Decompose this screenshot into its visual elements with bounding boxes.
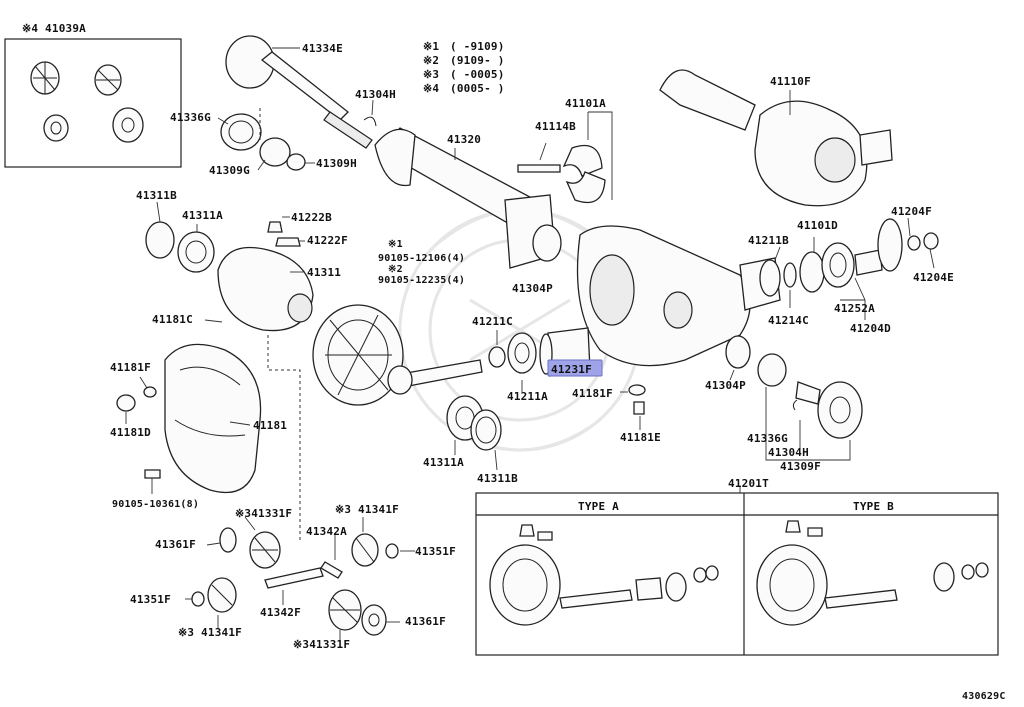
pinion-gear-icon xyxy=(30,61,60,95)
label-41336g-top[interactable]: 41336G xyxy=(170,111,211,124)
highlight-41231f xyxy=(547,359,603,377)
label-41211b[interactable]: 41211B xyxy=(748,234,789,247)
label-41181f-mid[interactable]: 41181F xyxy=(572,387,613,400)
differential-case-41311 xyxy=(145,201,314,332)
label-41101d[interactable]: 41101D xyxy=(797,219,838,232)
label-41341f-bot[interactable]: ※3 41341F xyxy=(178,626,242,639)
legend: ※1 ( -9109) ※2 (9109- ) ※3 ( -0005) ※4 (… xyxy=(423,40,505,95)
label-41204d[interactable]: 41204D xyxy=(850,322,891,335)
kit-type-b-header: TYPE B xyxy=(853,500,894,513)
label-41181f-left[interactable]: 41181F xyxy=(110,361,151,374)
label-41252a[interactable]: 41252A xyxy=(834,302,875,315)
label-41309h[interactable]: 41309H xyxy=(316,157,357,170)
label-41341f-top[interactable]: ※3 41341F xyxy=(335,503,399,516)
label-41039a[interactable]: ※4 41039A xyxy=(22,22,86,35)
label-41304h-top[interactable]: 41304H xyxy=(355,88,396,101)
diagram-code: 430629C xyxy=(962,691,1006,702)
companion-flange xyxy=(757,353,863,461)
label-bolt-90105-10361[interactable]: 90105-10361(8) xyxy=(112,499,199,510)
note-mark-1: ※1 xyxy=(388,239,403,250)
legend-range-3: ( -0005) xyxy=(450,68,505,81)
legend-mark-3: ※3 xyxy=(423,68,439,81)
label-41309f[interactable]: 41309F xyxy=(780,460,821,473)
label-41311a-top[interactable]: 41311A xyxy=(182,209,223,222)
label-bolt-90105-12235[interactable]: 90105-12235(4) xyxy=(378,275,465,286)
pinion-gear-icon xyxy=(94,64,122,96)
type-a-gearset-icon xyxy=(489,524,719,626)
label-41309g[interactable]: 41309G xyxy=(209,164,250,177)
label-41211a[interactable]: 41211A xyxy=(507,390,548,403)
label-41311a-bot[interactable]: 41311A xyxy=(423,456,464,469)
bearing-caps xyxy=(517,111,613,204)
legend-mark-2: ※2 xyxy=(423,54,439,67)
label-bolt-90105-12106[interactable]: 90105-12106(4) xyxy=(378,253,465,264)
label-41331f-bot[interactable]: ※341331F xyxy=(293,638,350,651)
label-41204f[interactable]: 41204F xyxy=(891,205,932,218)
pinion-side-parts xyxy=(759,217,939,320)
label-41311b-bot[interactable]: 41311B xyxy=(477,472,518,485)
label-41214c[interactable]: 41214C xyxy=(768,314,809,327)
label-41361f-right[interactable]: 41361F xyxy=(405,615,446,628)
kit-type-a-header: TYPE A xyxy=(578,500,619,513)
label-41181c[interactable]: 41181C xyxy=(152,313,193,326)
legend-mark-1: ※1 xyxy=(423,40,439,53)
legend-mark-4: ※4 xyxy=(423,82,439,95)
label-41304h-right[interactable]: 41304H xyxy=(768,446,809,459)
label-41361f-left[interactable]: 41361F xyxy=(155,538,196,551)
label-41304p-right[interactable]: 41304P xyxy=(705,379,746,392)
axle-shaft-assembly xyxy=(217,35,377,171)
label-41336g-right[interactable]: 41336G xyxy=(747,432,788,445)
note-mark-2: ※2 xyxy=(388,264,403,275)
label-41311[interactable]: 41311 xyxy=(307,266,341,279)
differential-gears xyxy=(185,516,415,640)
differential-cover-41181 xyxy=(116,335,301,540)
legend-range-4: (0005- ) xyxy=(450,82,505,95)
label-41181[interactable]: 41181 xyxy=(253,419,287,432)
label-41204e[interactable]: 41204E xyxy=(913,271,954,284)
label-41351f-right[interactable]: 41351F xyxy=(415,545,456,558)
legend-range-1: ( -9109) xyxy=(450,40,505,53)
legend-range-2: (9109- ) xyxy=(450,54,505,67)
label-41331f-top[interactable]: ※341331F xyxy=(235,507,292,520)
label-41320[interactable]: 41320 xyxy=(447,133,481,146)
ring-and-pinion-gear xyxy=(312,304,483,406)
inset-41039a: ※4 41039A xyxy=(4,22,182,168)
side-gear-icon xyxy=(112,107,144,143)
label-41351f-left[interactable]: 41351F xyxy=(130,593,171,606)
differential-assembly-41110f xyxy=(659,69,893,207)
label-41342f[interactable]: 41342F xyxy=(260,606,301,619)
part-labels: 41334E 41304H 41336G 41309G 41309H 41320… xyxy=(110,42,954,651)
type-b-gearset-icon xyxy=(756,520,989,626)
label-41222f[interactable]: 41222F xyxy=(307,234,348,247)
axle-housing-tube xyxy=(374,127,562,269)
kit-box-41201t xyxy=(475,486,999,656)
label-41181e[interactable]: 41181E xyxy=(620,431,661,444)
label-41311b-top[interactable]: 41311B xyxy=(136,189,177,202)
label-41222b[interactable]: 41222B xyxy=(291,211,332,224)
label-41110f[interactable]: 41110F xyxy=(770,75,811,88)
label-41342a[interactable]: 41342A xyxy=(306,525,347,538)
label-41181d[interactable]: 41181D xyxy=(110,426,151,439)
label-41101a[interactable]: 41101A xyxy=(565,97,606,110)
label-41304p-mid[interactable]: 41304P xyxy=(512,282,553,295)
side-gear-icon xyxy=(43,114,69,142)
label-41201t[interactable]: 41201T xyxy=(728,477,769,490)
label-41114b[interactable]: 41114B xyxy=(535,120,576,133)
label-41231f[interactable]: 41231F xyxy=(551,363,592,376)
side-bearings xyxy=(446,395,502,471)
label-41334e[interactable]: 41334E xyxy=(302,42,343,55)
label-41211c[interactable]: 41211C xyxy=(472,315,513,328)
